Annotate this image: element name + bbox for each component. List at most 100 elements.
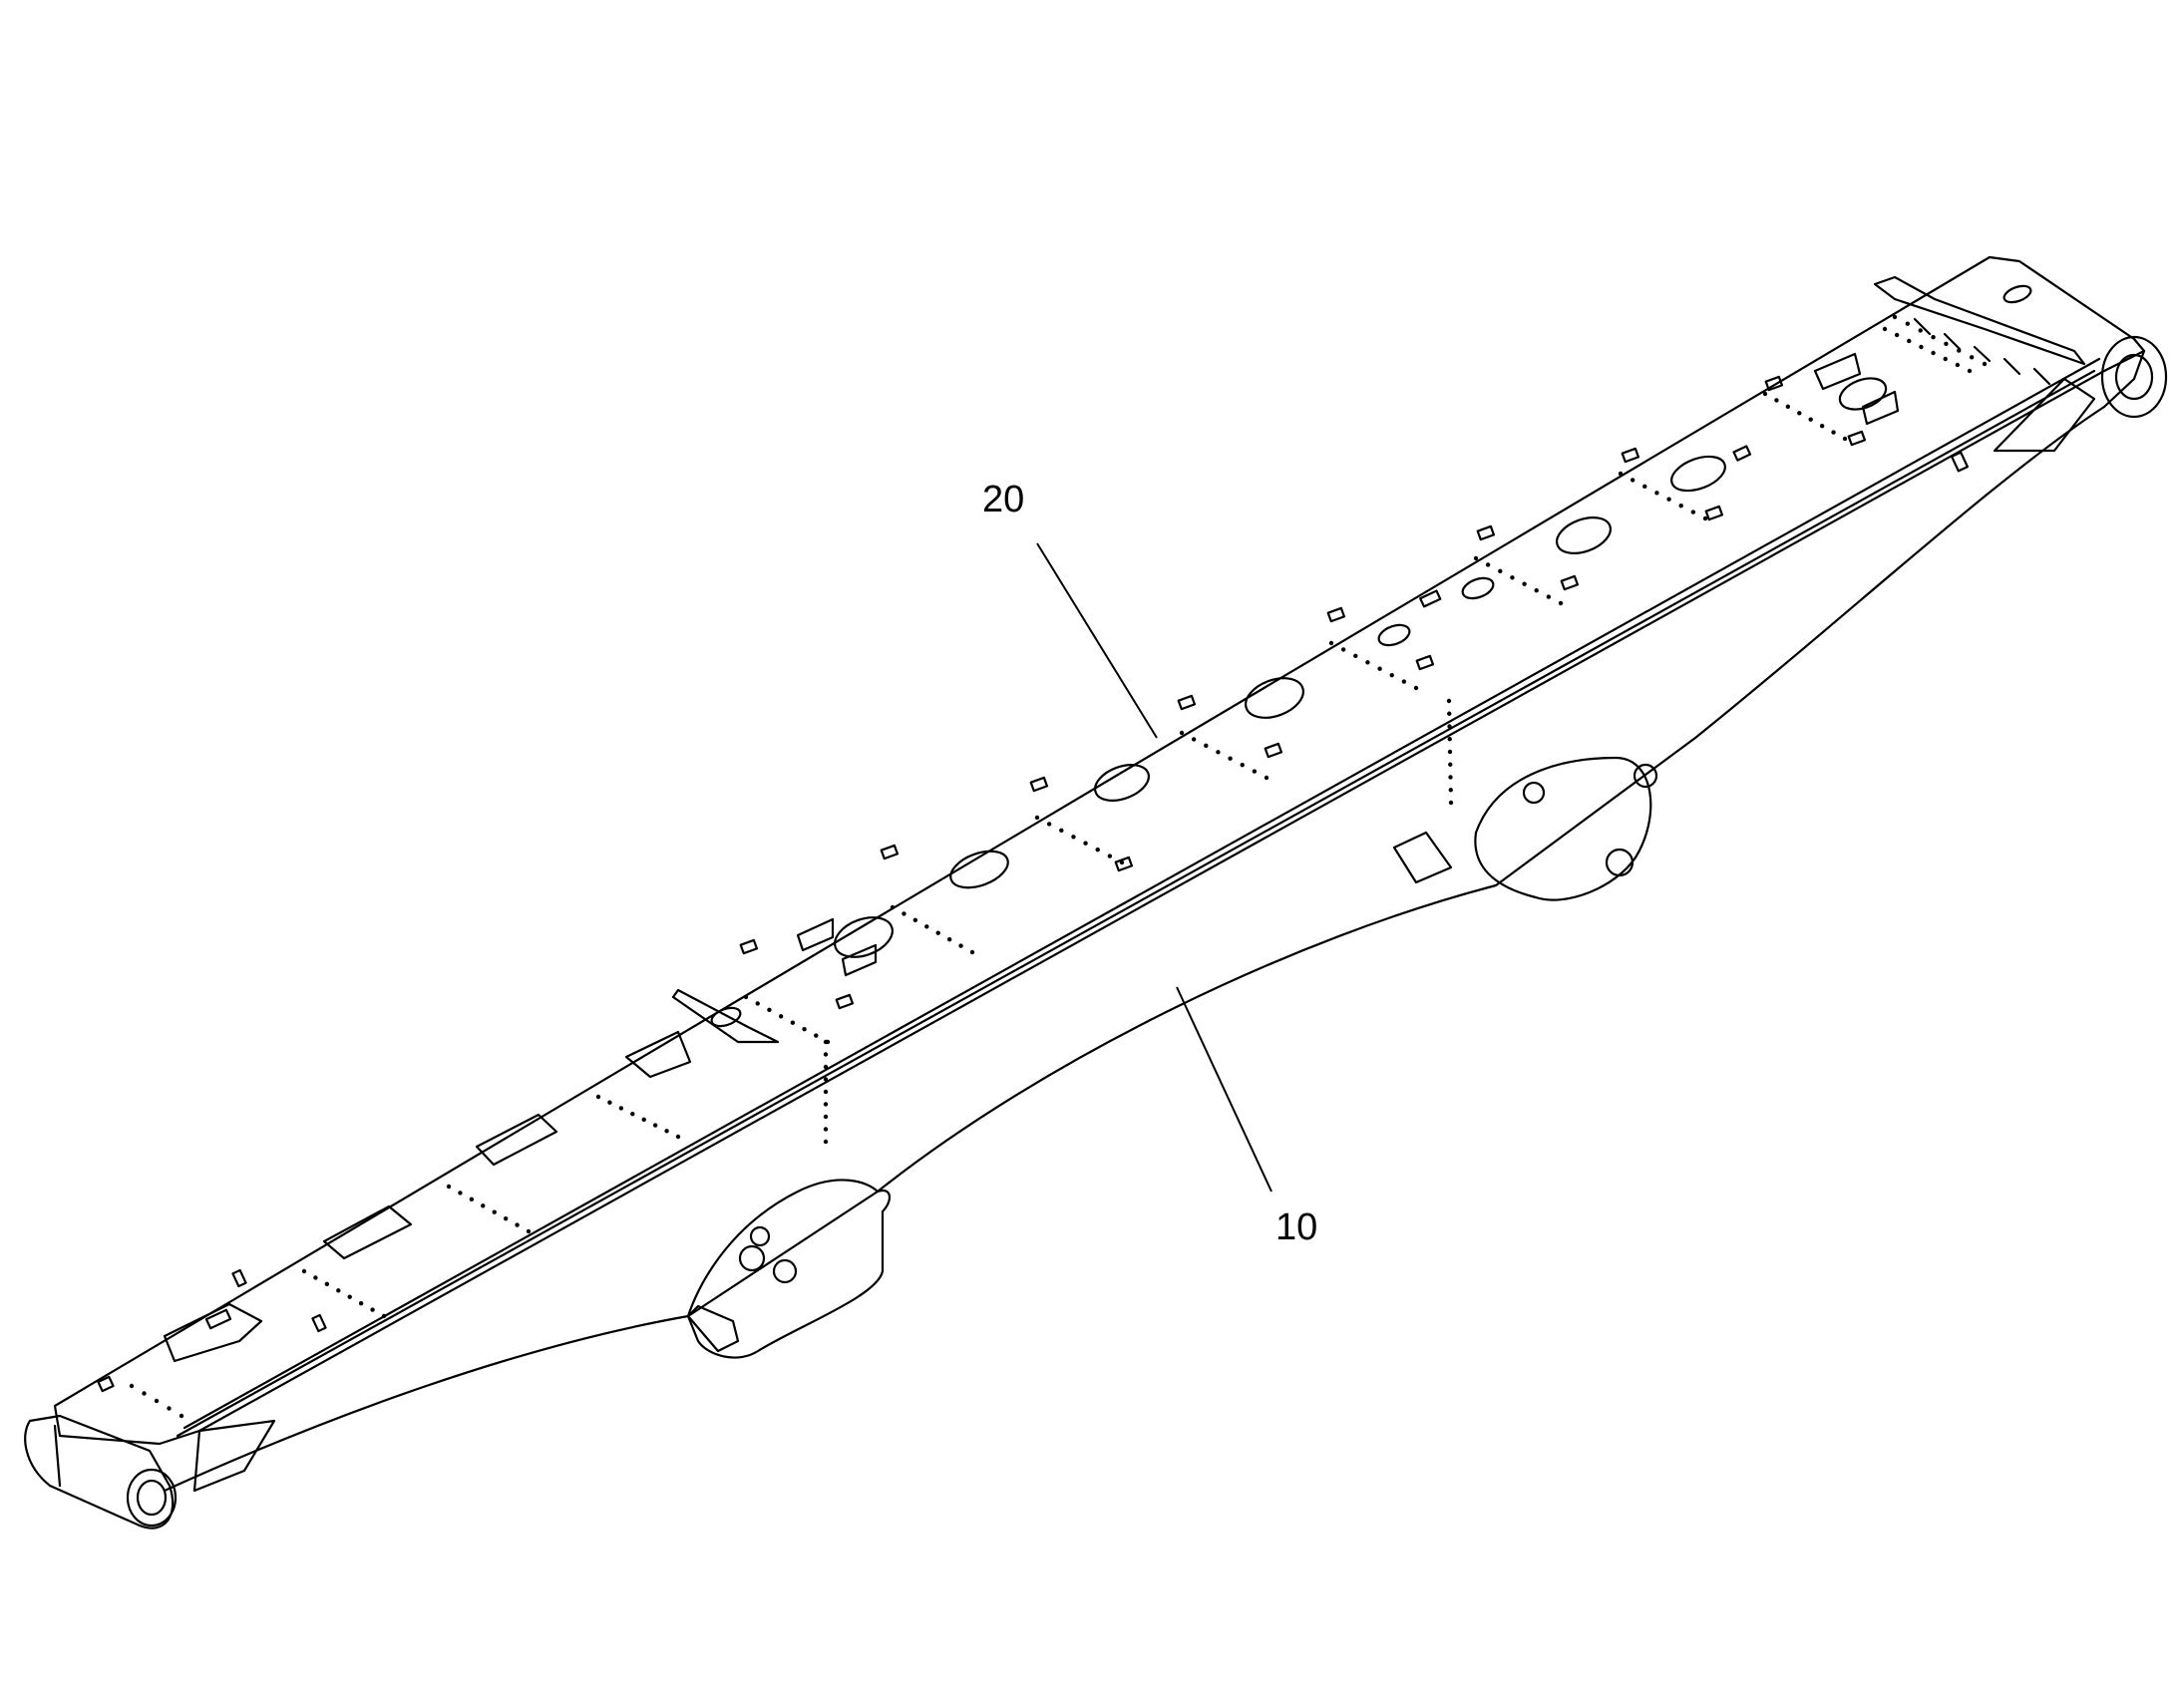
rivet-dot [823,1064,829,1070]
bracket-left-2 [322,1204,413,1260]
rivet-dot [1882,326,1888,332]
rivet-dot [1558,600,1564,606]
rivet-dot [1894,332,1900,338]
rivet-dot [814,1033,819,1038]
rivet-dot [1955,362,1961,368]
rivet-dot [1678,503,1683,509]
left-pin-hole-inner [136,1479,168,1517]
rivet-dot [1785,404,1791,410]
leader-line-20 [1036,542,1158,739]
right-bracket [1873,275,2086,366]
rivet-dot [1931,334,1936,340]
rivet-dot [1252,769,1258,774]
rivet-dot [630,1111,635,1117]
rivet-dot [924,924,929,929]
dotted-lines [129,314,1988,1419]
tab-6 [1732,445,1752,462]
rivet-dot [664,1129,669,1134]
rivet-dot [1083,841,1088,846]
left-pin-hole [126,1468,178,1528]
rivet-dot [336,1288,341,1293]
rivet-dot [481,1203,486,1208]
hole-4 [1094,764,1150,802]
leader-line-10 [1176,986,1272,1193]
tab-2 [204,1308,232,1330]
rivet-dot [912,917,918,923]
rivet-dot [1907,338,1912,344]
left-mount-hole-3 [749,1225,771,1247]
rivet-dot [755,1001,760,1006]
rivet-dot [1982,361,1988,367]
rivet-dot [129,1383,135,1389]
rivet-dot [823,1077,829,1082]
rivet-dot [1377,666,1382,671]
rivet-dot [515,1222,520,1227]
rivet-dot [1448,800,1454,806]
hole-1 [710,1006,742,1028]
callout-10: 10 [1275,1206,1318,1248]
hole-3 [949,850,1009,889]
rivet-dot [946,936,952,942]
rivet-dot [1774,398,1779,403]
bracket-top-2 [841,943,878,977]
rivet-dot [1446,698,1452,704]
left-mount-hole-1 [772,1258,798,1284]
boom-top-plate-edge-2 [176,369,2096,1438]
right-mount-hole-2 [1633,763,1658,789]
rivet-dot [1919,344,1924,350]
rivet-dot [1216,750,1221,755]
bracket-left-1 [163,1302,263,1363]
rivet-dot [1447,711,1452,716]
rivet-dot [652,1123,658,1128]
rivet-dot [1630,478,1635,483]
rivet-dot [1448,788,1453,793]
right-mount-plate [1392,831,1453,884]
rivet-dot [618,1106,624,1111]
rivet-dot [1473,555,1479,561]
rivet-dot [1967,368,1973,374]
right-pin-hole [2114,353,2154,401]
rivet-dot [1365,660,1370,665]
rivet-dot [1447,737,1452,742]
rivet-dot [1340,647,1346,652]
rivet-dot [1228,756,1233,761]
boom-lower-body-right [2102,349,2146,409]
rivet-dot [167,1406,172,1411]
rivet-dot [1240,762,1245,768]
left-lug [192,1419,276,1493]
hole-10 [1838,377,1888,411]
rivet-dot [1842,436,1848,442]
rivet-dot [1957,348,1962,353]
rivet-dot [1944,341,1949,347]
rivet-dot [969,949,975,955]
left-pin-boss [24,1414,175,1530]
rivet-dot [890,904,896,910]
rivet-dot [767,1007,772,1013]
rivet-dot [823,1102,829,1107]
rivet-dot [324,1281,330,1287]
rivet-dot [1918,328,1923,333]
rivet-dot [1447,724,1452,729]
rivet-dot [1179,730,1185,736]
hole-6 [1377,623,1411,647]
boom-top-plate [53,255,2146,1446]
rivet-dot [526,1228,532,1234]
callout-20: 20 [982,479,1025,520]
rivet-dot [1448,762,1453,767]
rivet-dot [1702,515,1708,521]
rivet-dot [1943,356,1948,362]
rivet-dot [1666,497,1671,502]
rivet-dot [1534,587,1539,593]
rivet-dot [958,943,963,948]
tab-1 [97,1375,115,1393]
edge-clips [739,375,1867,1010]
rivet-dot [1831,430,1836,435]
rivet-dot [1264,775,1270,781]
rivet-dot [641,1117,646,1123]
rivet-dot [1353,653,1358,659]
top-left-plate [671,988,780,1044]
rivet-dot [492,1209,497,1214]
rivet-dot [1642,484,1647,490]
